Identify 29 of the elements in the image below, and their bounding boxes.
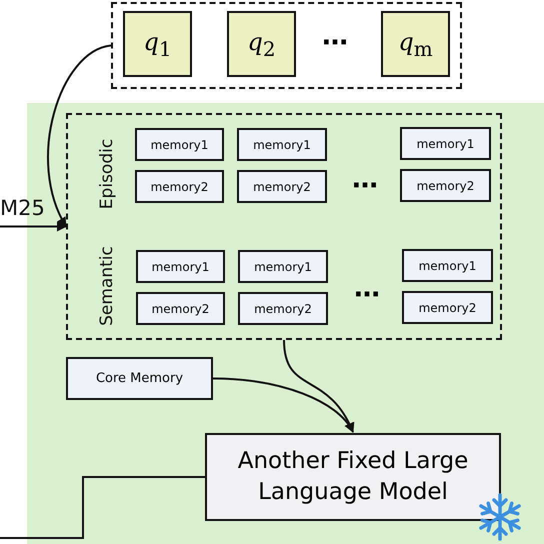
query-box: q$_{m}$ bbox=[381, 11, 450, 77]
edge-label: M25 bbox=[0, 198, 45, 219]
memory-box: memory2 bbox=[135, 170, 224, 203]
memory-box: memory2 bbox=[238, 292, 328, 325]
memory-box: memory2 bbox=[402, 291, 493, 324]
memory-box: memory1 bbox=[135, 128, 224, 161]
memory-box: memory2 bbox=[136, 292, 225, 325]
section-label: Episodic bbox=[97, 138, 117, 210]
ellipsis: ⋯ bbox=[352, 173, 378, 199]
ellipsis: ⋯ bbox=[354, 282, 380, 308]
arrow bbox=[0, 222, 67, 232]
dashed-group bbox=[111, 2, 462, 89]
memory-box: memory2 bbox=[237, 170, 327, 203]
memory-box: memory1 bbox=[136, 250, 225, 283]
memory-box: memory1 bbox=[400, 127, 491, 160]
arrow bbox=[47, 44, 112, 228]
section-label: Semantic bbox=[97, 246, 117, 326]
arrow bbox=[283, 340, 354, 433]
model-box: Another Fixed Large Language Model bbox=[205, 433, 501, 521]
query-box: q$_{2}$ bbox=[227, 11, 296, 77]
memory-box: memory2 bbox=[400, 169, 491, 202]
memory-box: memory1 bbox=[237, 128, 327, 161]
memory-box: memory1 bbox=[238, 250, 328, 283]
query-box: q$_{1}$ bbox=[123, 11, 192, 77]
ellipsis: ⋯ bbox=[322, 30, 348, 56]
process-box: Core Memory bbox=[66, 357, 213, 400]
memory-box: memory1 bbox=[402, 249, 493, 282]
dashed-group bbox=[66, 113, 502, 340]
arrow bbox=[212, 378, 354, 433]
